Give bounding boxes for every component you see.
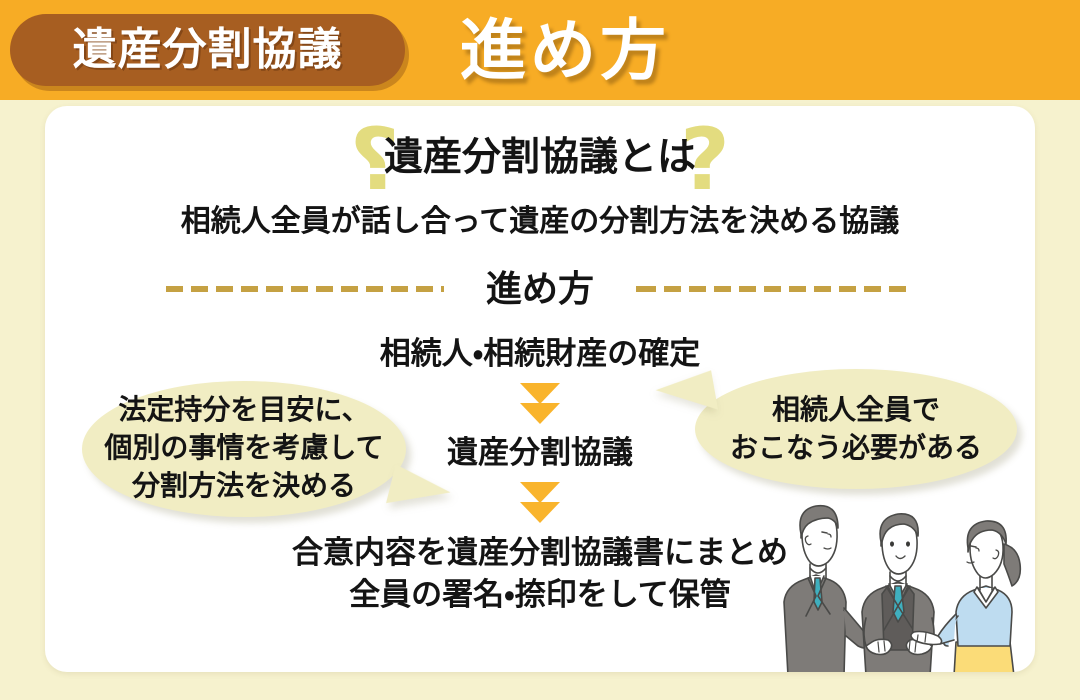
content-card: ? 遺産分割協議とは ? 相続人全員が話し合って遺産の分割方法を決める協議 進め… (45, 106, 1035, 672)
flow-step-3: 合意内容を遺産分割協議書にまとめ 全員の署名・捺印をして保管 (45, 532, 1035, 616)
definition-subtitle: 相続人全員が話し合って遺産の分割方法を決める協議 (180, 205, 900, 238)
speech-bubble-left: 法定持分を目安に、 個別の事情を考慮して 分割方法を決める (82, 381, 454, 518)
down-arrow-icon-2 (520, 482, 560, 524)
speech-bubble-left-line-2: 個別の事情を考慮して (104, 432, 384, 463)
three-people-discussing-illustration (758, 490, 1035, 672)
process-flow: 相続人・相続財産の確定 遺産分割協議 合意内容を遺産分割協議書にまとめ 全員の署… (45, 334, 1035, 616)
flow-step-1: 相続人・相続財産の確定 (379, 336, 701, 371)
dashed-rule-left (165, 286, 444, 292)
speech-bubble-right-line-1: 相続人全員で (771, 394, 940, 425)
page-title: 進め方 (460, 13, 670, 87)
definition-title-row: ? 遺産分割協議とは ? (350, 110, 730, 210)
definition-block: ? 遺産分割協議とは ? 相続人全員が話し合って遺産の分割方法を決める協議 (45, 110, 1035, 242)
header-band: 遺産分割協議 進め方 (0, 0, 1080, 100)
speech-bubble-left-line-1: 法定持分を目安に、 (118, 394, 370, 425)
flow-step-3-line-1: 合意内容を遺産分割協議書にまとめ (292, 535, 788, 570)
dashed-rule-right (636, 286, 914, 292)
section-heading-label: 進め方 (485, 268, 594, 309)
speech-bubble-right-line-2: おこなう必要がある (729, 432, 982, 463)
speech-bubble-right-tail (653, 370, 719, 420)
flow-step-2: 遺産分割協議 (447, 435, 633, 470)
speech-bubble-right: 相続人全員で おこなう必要がある (653, 369, 1017, 489)
question-mark-right-icon: ? (680, 110, 730, 210)
header-badge: 遺産分割協議 (10, 14, 405, 86)
header-badge-label: 遺産分割協議 (72, 25, 343, 74)
section-heading: 進め方 (45, 269, 1035, 309)
speech-bubble-left-line-3: 分割方法を決める (131, 470, 356, 501)
down-arrow-icon-1 (520, 383, 560, 425)
arrow-triangle-top (520, 482, 560, 503)
arrow-triangle-bottom (520, 403, 560, 424)
definition-title: 遺産分割協議とは (383, 136, 696, 179)
arrow-triangle-bottom (520, 502, 560, 523)
arrow-triangle-top (520, 383, 560, 404)
flow-step-3-line-2: 全員の署名・捺印をして保管 (349, 577, 731, 612)
